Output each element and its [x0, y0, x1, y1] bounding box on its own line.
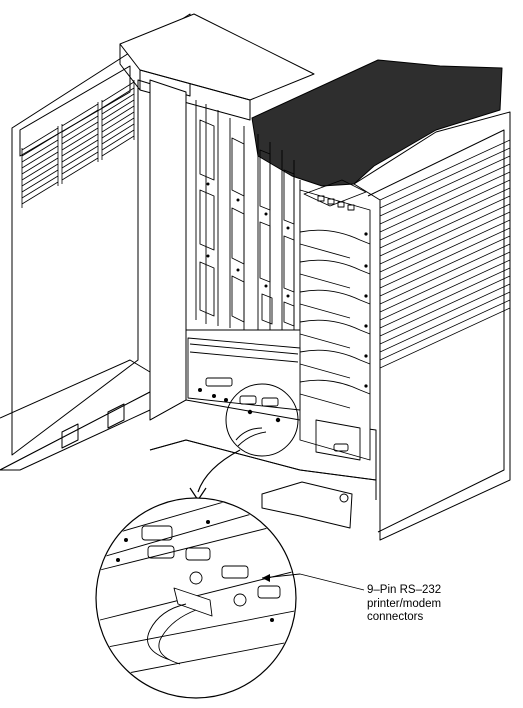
top-panel	[251, 59, 503, 187]
drive-bays	[299, 179, 371, 461]
rs232-connector	[257, 585, 281, 599]
cabinet-top	[119, 13, 315, 121]
rs232-connector	[221, 565, 249, 579]
io-panel	[187, 337, 361, 461]
board-slots	[195, 100, 295, 330]
left-door	[0, 13, 191, 471]
foot-plate	[261, 481, 353, 529]
magnified-detail	[95, 497, 297, 699]
arrow-down-curved-icon	[197, 449, 241, 493]
door-louvers	[21, 80, 135, 208]
callout-leader	[261, 573, 365, 591]
callout-line-2: printer/modem	[367, 597, 442, 610]
callout-line-1: 9–Pin RS–232	[367, 584, 442, 596]
cabinet-frame	[149, 79, 377, 500]
detail-circle-small	[225, 383, 299, 457]
cable	[147, 603, 197, 665]
cable-plug	[173, 587, 213, 617]
side-louvers	[379, 139, 511, 369]
small-cable	[235, 427, 267, 447]
right-side-panel	[353, 111, 511, 541]
callout-line-3: connectors	[367, 611, 424, 623]
callout-label: 9–Pin RS–232 printer/modem connectors	[367, 584, 517, 625]
